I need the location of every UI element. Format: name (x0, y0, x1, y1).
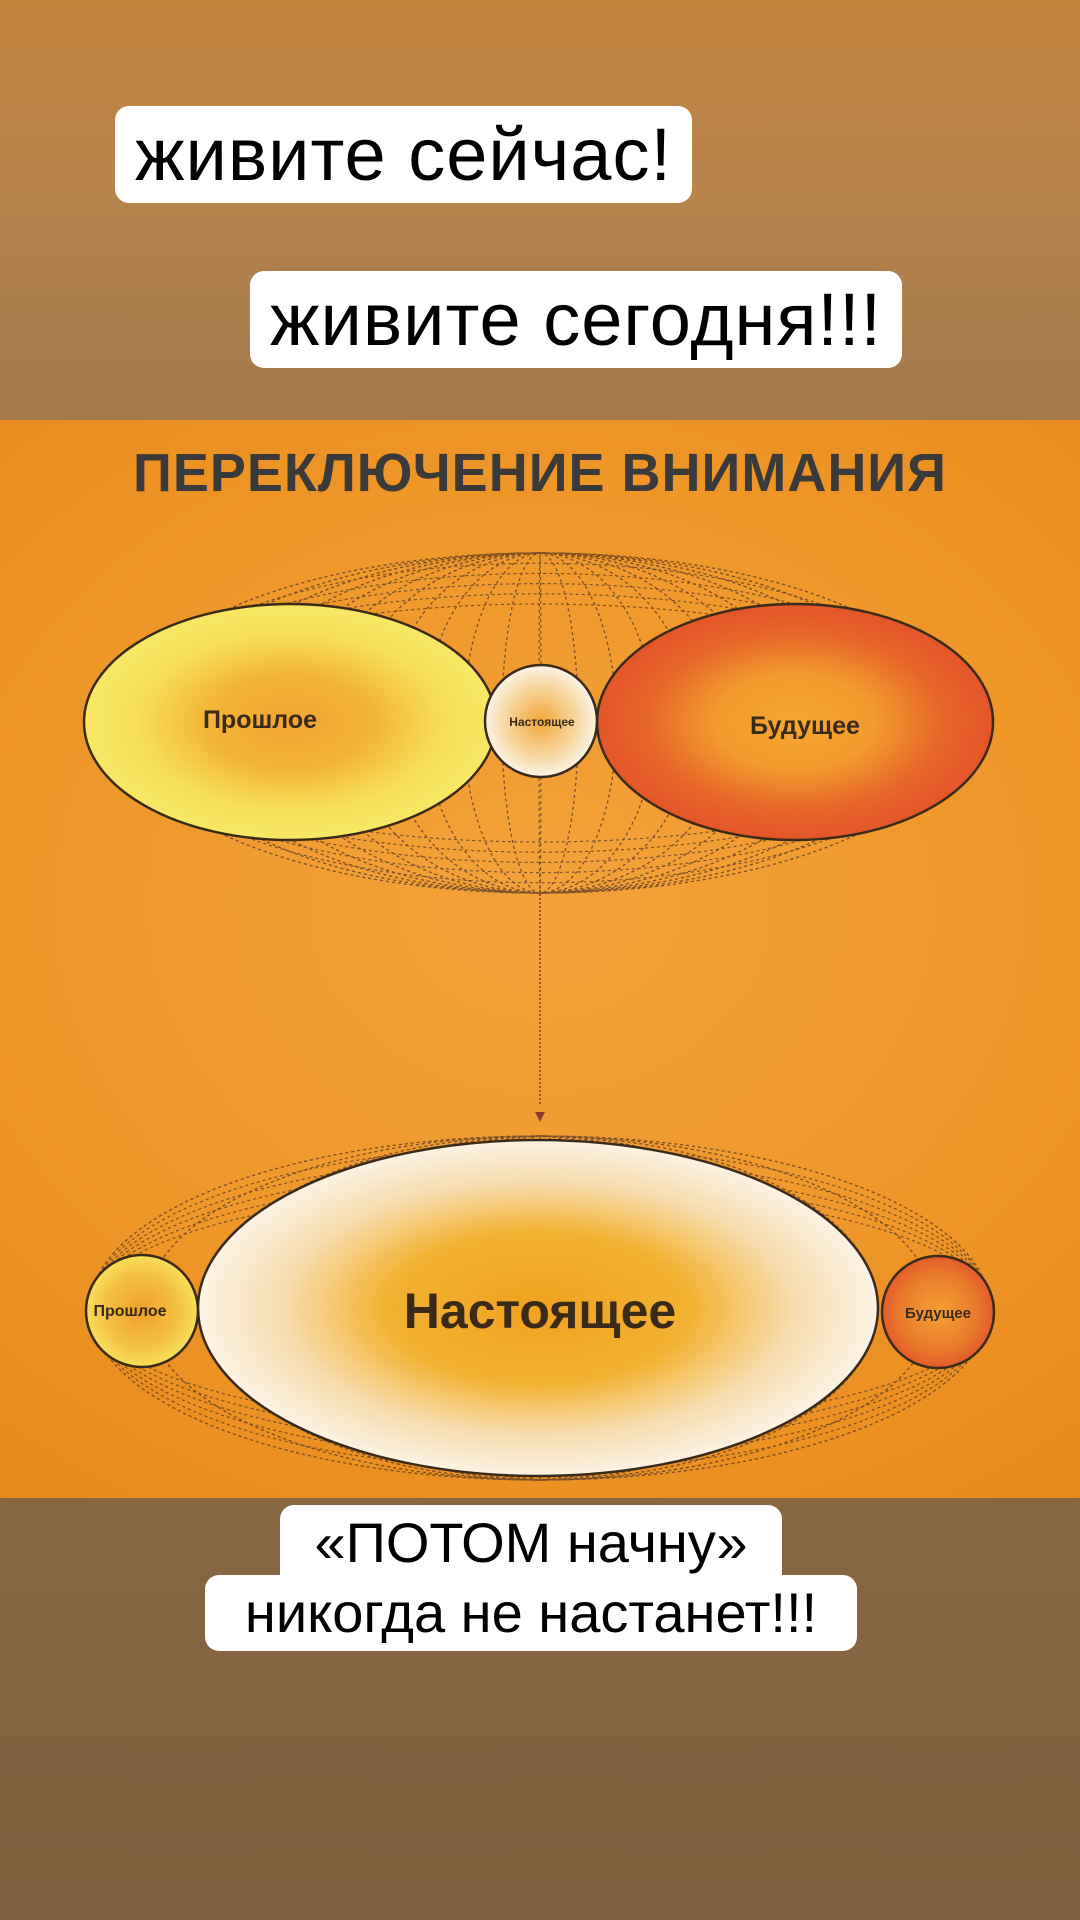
caption-live-today: живите сегодня!!! (250, 271, 903, 368)
top-present-label: Настоящее (509, 715, 575, 729)
top-present-circle (483, 663, 599, 779)
bottom-future-label: Будущее (905, 1305, 971, 1322)
diagram-title: ПЕРЕКЛЮЧЕНИЕ ВНИМАНИЯ (133, 443, 947, 503)
bottom-past-label: Прошлое (93, 1303, 166, 1320)
top-future-label: Будущее (750, 712, 860, 740)
attention-diagram: Прошлое Настоящее Будущее Настоящее Прош… (82, 552, 996, 1481)
caption-later-line1: «ПОТОМ начну» (280, 1505, 782, 1581)
caption-live-now: живите сейчас! (115, 106, 693, 203)
caption-later-line2: никогда не настанет!!! (205, 1575, 857, 1651)
top-past-label: Прошлое (203, 706, 317, 734)
bottom-past-circle (84, 1253, 200, 1369)
caption-later-never: «ПОТОМ начну» никогда не настанет!!! (205, 1505, 857, 1651)
bottom-future-circle (880, 1254, 996, 1370)
bottom-present-label: Настоящее (404, 1283, 676, 1339)
diagram-panel: ПЕРЕКЛЮЧЕНИЕ ВНИМАНИЯ (0, 420, 1080, 1498)
arrow-head (535, 1112, 545, 1122)
